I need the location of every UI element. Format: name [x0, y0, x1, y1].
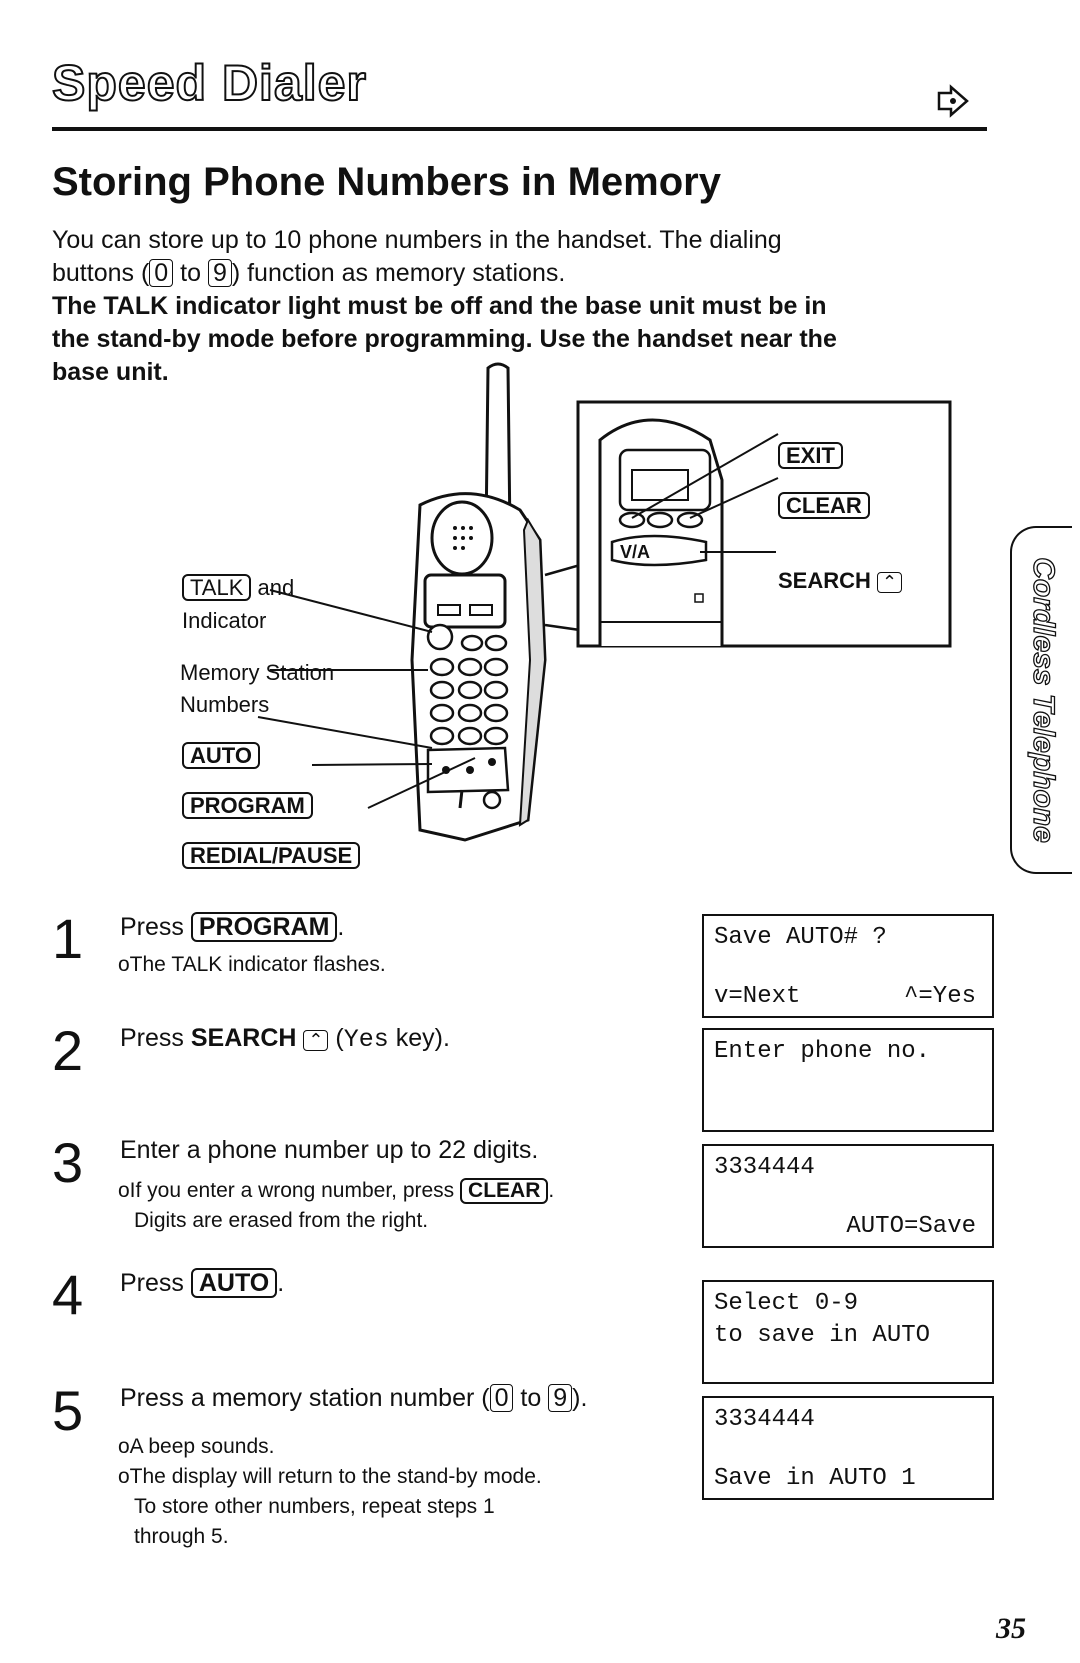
step-5-note: oA beep sounds. oThe display will return…	[118, 1435, 542, 1548]
page-number: 35	[996, 1612, 1026, 1645]
auto-key: AUTO	[182, 742, 260, 770]
search-label: SEARCH ⌃	[778, 568, 903, 594]
talk-key: TALK	[182, 574, 252, 602]
auto-key-label: AUTO	[182, 742, 260, 770]
numbers-label: Numbers	[180, 692, 270, 717]
talk-key-label: TALK and	[182, 574, 294, 602]
clear-key-label: CLEAR	[778, 492, 870, 520]
clear-key: CLEAR	[460, 1178, 549, 1205]
step-number: 5	[52, 1379, 84, 1442]
step-2-text: Press SEARCH ⌃ (Yes key).	[120, 1024, 450, 1054]
clear-key: CLEAR	[778, 492, 870, 520]
key-9: 9	[548, 1384, 573, 1413]
exit-key-label: EXIT	[778, 442, 843, 470]
arrow-right-icon	[937, 84, 969, 118]
lcd-display: Select 0-9 to save in AUTO	[702, 1280, 994, 1384]
header-rule	[52, 127, 987, 131]
indicator-label: Indicator	[182, 608, 267, 633]
step-number: 3	[52, 1131, 84, 1194]
warning-text: The TALK indicator light must be off and…	[52, 292, 837, 386]
step-number: 1	[52, 907, 84, 970]
step-number: 4	[52, 1263, 84, 1326]
step-3-text: Enter a phone number up to 22 digits.	[120, 1136, 539, 1164]
lcd-display: 3334444 AUTO=Save	[702, 1144, 994, 1248]
lcd-display: Save AUTO# ? v=Next ^=Yes	[702, 914, 994, 1018]
step-number: 2	[52, 1019, 84, 1082]
up-caret-icon: ⌃	[303, 1030, 329, 1051]
step-3-note: oIf you enter a wrong number, press CLEA…	[118, 1176, 554, 1206]
redial-pause-key: REDIAL/PAUSE	[182, 842, 361, 870]
program-key: PROGRAM	[182, 792, 313, 820]
program-key-label: PROGRAM	[182, 792, 313, 820]
auto-key: AUTO	[190, 1268, 278, 1299]
step-1-note: oThe TALK indicator flashes.	[118, 953, 386, 976]
redial-key-label: REDIAL/PAUSE	[182, 842, 361, 870]
lcd-display: Enter phone no.	[702, 1028, 994, 1132]
key-9: 9	[207, 259, 232, 288]
step-3-note-2: Digits are erased from the right.	[134, 1209, 429, 1232]
up-caret-icon: ⌃	[877, 572, 903, 593]
svg-text:V/A: V/A	[620, 542, 650, 562]
program-key: PROGRAM	[190, 912, 338, 943]
memory-station-label: Memory Station	[180, 660, 335, 685]
lcd-display: 3334444 Save in AUTO 1	[702, 1396, 994, 1500]
step-5-text: Press a memory station number (0 to 9).	[120, 1384, 588, 1413]
section-heading: Storing Phone Numbers in Memory	[52, 160, 721, 204]
key-0: 0	[489, 1384, 514, 1413]
step-1-text: Press PROGRAM.	[120, 912, 345, 943]
step-4-text: Press AUTO.	[120, 1268, 285, 1299]
handset-illustration: V/A	[257, 362, 952, 842]
side-tab-label: Cordless Telephone	[1026, 557, 1060, 844]
page-title: Speed Dialer	[51, 54, 367, 112]
side-tab	[1010, 526, 1072, 874]
intro-text: You can store up to 10 phone numbers in …	[52, 226, 782, 288]
key-0: 0	[149, 259, 174, 288]
exit-key: EXIT	[778, 442, 843, 470]
